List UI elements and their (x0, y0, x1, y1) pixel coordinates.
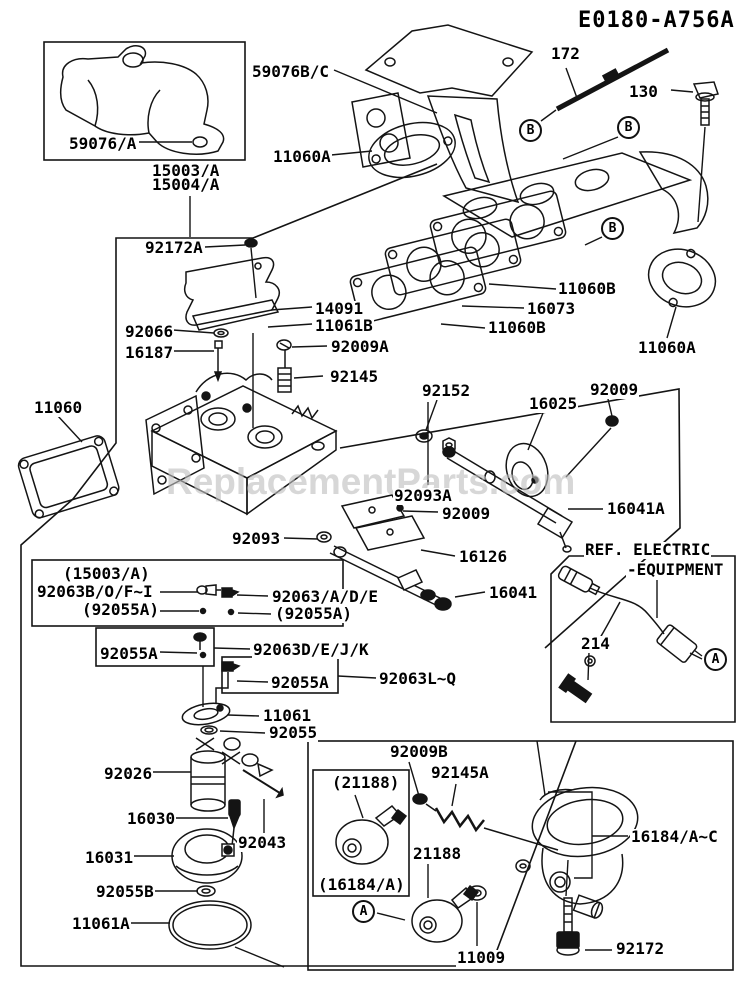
part-label-11060a-right: 11060A (637, 338, 697, 357)
part-label-92063ade: 92063/A/D/E (271, 587, 379, 606)
ref-electric-note-line2: -EQUIPMENT (626, 560, 725, 579)
leader-lines (56, 67, 706, 968)
electric-equipment-group (557, 565, 698, 704)
part-label-92093a: 92093A (393, 486, 453, 505)
part-label-16031: 16031 (84, 848, 135, 867)
part-label-92093: 92093 (231, 529, 282, 548)
part-label-16030: 16030 (126, 809, 177, 828)
part-label-92172a: 92172A (144, 238, 204, 257)
part-label-16073: 16073 (526, 299, 577, 318)
part-label-92026: 92026 (103, 764, 154, 783)
part-label-11060a-top: 11060A (272, 147, 332, 166)
part-label-16184ac: 16184/A~C (630, 827, 719, 846)
gaskets-group (17, 121, 717, 519)
part-label-92172: 92172 (615, 939, 666, 958)
group-label-15003a: (15003/A) (62, 564, 151, 583)
part-label-130: 130 (628, 82, 659, 101)
part-label-92055b: 92055B (95, 882, 155, 901)
part-label-92063lq: 92063L~Q (378, 669, 458, 688)
throttle-shaft-group (316, 415, 619, 611)
part-label-16041: 16041 (488, 583, 539, 602)
part-label-92009b: 92009B (389, 742, 449, 761)
intake-manifold-part (351, 24, 719, 238)
part-label-92009-top: 92009 (589, 380, 640, 399)
part-label-92055a-1: 92055A (99, 644, 159, 663)
part-label-92009-mid: 92009 (441, 504, 492, 523)
part-label-14091: 14091 (314, 299, 365, 318)
part-label-92055: 92055 (268, 723, 319, 742)
part-label-92063bofi: 92063B/O/F~I (36, 582, 154, 601)
float-bowl-solenoid-group (335, 786, 639, 956)
part-label-92145: 92145 (329, 367, 380, 386)
part-label-16041a: 16041A (606, 499, 666, 518)
part-label-11061b: 11061B (314, 316, 374, 335)
part-label-16025: 16025 (528, 394, 579, 413)
part-label-92009a: 92009A (330, 337, 390, 356)
part-label-92152: 92152 (421, 381, 472, 400)
site-watermark: ReplacementParts.com (166, 461, 576, 502)
part-label-21188: 21188 (412, 844, 463, 863)
part-label-59076bc: 59076B/C (251, 62, 331, 81)
part-label-92066: 92066 (124, 322, 175, 341)
part-label-92063dejk: 92063D/E/J/K (252, 640, 370, 659)
part-label-15004a: 15004/A (151, 175, 221, 194)
part-label-214: 214 (580, 634, 611, 653)
part-label-15003a: 15003/A (151, 161, 221, 180)
carburetor-body-part (145, 238, 338, 516)
group-label-92055a-1: (92055A) (81, 600, 161, 619)
callout-a-2: A (352, 900, 375, 923)
part-label-11061: 11061 (262, 706, 313, 725)
part-label-11060b-2: 11060B (487, 318, 547, 337)
group-label-21188: (21188) (331, 773, 401, 792)
callout-b-1: B (519, 119, 542, 142)
fuel-pump-float-group (168, 584, 284, 950)
part-label-172: 172 (550, 44, 581, 63)
group-label-92055a-2: (92055A) (274, 604, 354, 623)
part-label-59076a: 59076/A (68, 134, 138, 153)
part-label-92043: 92043 (237, 833, 288, 852)
diagram-title: E0180-A756A (577, 8, 736, 33)
part-label-11061a: 11061A (71, 914, 131, 933)
callout-b-2: B (617, 116, 640, 139)
callout-b-3: B (601, 217, 624, 240)
part-label-16126: 16126 (458, 547, 509, 566)
group-label-16184a: (16184/A) (317, 875, 406, 894)
part-label-11009: 11009 (456, 948, 507, 967)
part-label-11060: 11060 (33, 398, 84, 417)
part-label-92145a: 92145A (430, 763, 490, 782)
air-duct-part (60, 45, 225, 155)
ref-electric-note-line1: REF. ELECTRIC (584, 540, 712, 559)
part-label-16187: 16187 (124, 343, 175, 362)
part-label-11060b-1: 11060B (557, 279, 617, 298)
part-label-92055a-2: 92055A (270, 673, 330, 692)
callout-a-1: A (704, 648, 727, 671)
